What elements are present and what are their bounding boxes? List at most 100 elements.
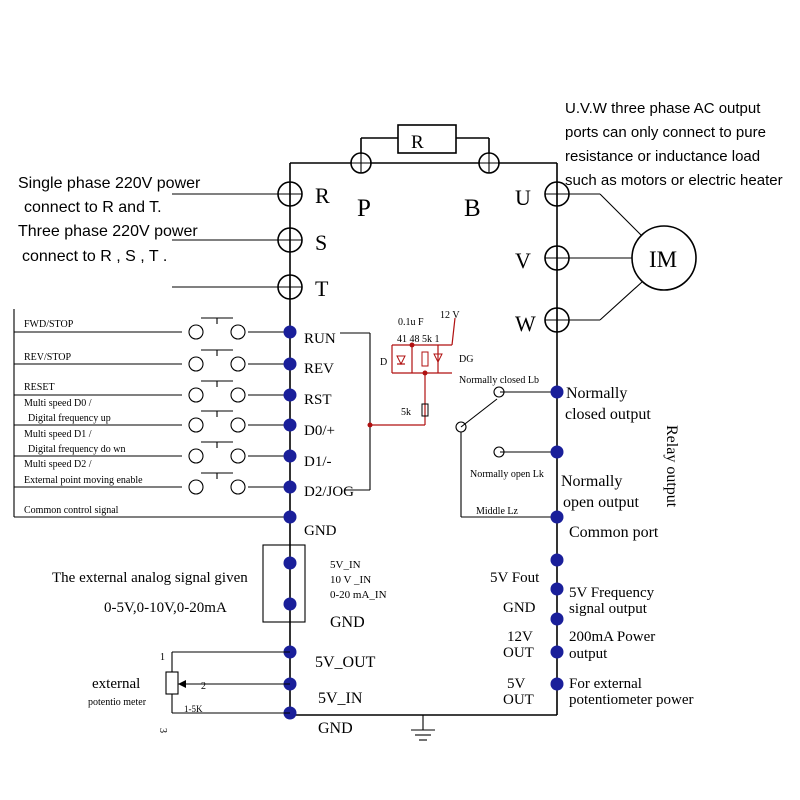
uvw-note-line-2: ports can only connect to pure <box>565 124 766 141</box>
brake-resistor-label: R <box>411 132 424 153</box>
relay-no-line-2: open output <box>563 494 640 511</box>
terminal-5v-out-label: 5V_OUT <box>315 654 376 671</box>
led-label: DG <box>459 354 473 365</box>
diode-label: D <box>380 357 387 368</box>
pot-value: 1-5K <box>184 704 203 714</box>
motor-label: IM <box>649 247 677 272</box>
single-phase-note: Single phase 220V power connect to R and… <box>18 175 205 216</box>
right-output-dots <box>550 553 564 691</box>
potentiometer-label: external <box>92 676 140 692</box>
relay-no-line-1: Normally <box>561 473 622 490</box>
terminal-d0-label: D0/+ <box>304 423 335 439</box>
terminal-rev-label: REV <box>304 361 334 377</box>
uvw-note-line-1: U.V.W three phase AC output <box>565 100 761 117</box>
v5-desc-line-2: potentiometer power <box>569 692 694 708</box>
fwd-stop-label: FWD/STOP <box>24 319 74 330</box>
terminal-t-label: T <box>315 276 329 301</box>
right-gnd-label: GND <box>503 600 536 616</box>
uvw-note-line-3: resistance or inductance load <box>565 148 760 165</box>
relay-lz-label: Middle Lz <box>476 506 518 517</box>
cap-label: 0.1u F <box>398 317 424 328</box>
terminal-s-screw <box>172 227 303 253</box>
terminal-b-label: B <box>464 195 481 222</box>
uvw-note-line-4: such as motors or electric heater <box>565 172 783 189</box>
v5-label: 5V OUT <box>503 676 534 708</box>
v12-desc-line-1: 200mA Power <box>569 629 655 645</box>
analog-input-box <box>262 544 306 623</box>
relay-lk-label: Normally open Lk <box>470 469 544 480</box>
v12-desc: 200mA Power output <box>569 629 659 662</box>
pot-pin-3: 3 <box>157 728 168 733</box>
fout-label: 5V Fout <box>490 570 540 586</box>
potentiometer-sublabel: potentio meter <box>88 697 147 708</box>
terminal-d1-label: D1/- <box>304 454 332 470</box>
v5-desc-line-1: For external <box>569 676 642 692</box>
relay-inner-labels: Normally closed Lb Normally open Lk Midd… <box>459 375 544 517</box>
relay-driver-labels: 0.1u F 12 V 41 48 5k 1 D DG 5k <box>380 310 473 418</box>
rev-stop-label: REV/STOP <box>24 352 71 363</box>
terminal-p-label: P <box>357 195 371 222</box>
v12-line-2: OUT <box>503 645 534 661</box>
terminal-rst-label: RST <box>304 392 332 408</box>
relay-output-label: Relay output <box>663 425 680 508</box>
control-terminal-labels: RUN REV RST D0/+ D1/- D2/JOG GND <box>304 331 354 539</box>
potentiometer-wiring <box>165 651 290 714</box>
motor-wiring <box>569 193 643 321</box>
terminal-w-label: W <box>515 311 536 336</box>
v12-line-1: 12V <box>507 629 533 645</box>
relay-common-label: Common port <box>569 524 659 541</box>
multi-speed-d2-label: Multi speed D2 / <box>24 459 92 470</box>
single-phase-line-1: Single phase 220V power <box>18 175 201 192</box>
analog-range: 0-5V,0-10V,0-20mA <box>104 600 227 616</box>
terminal-s-label: S <box>315 230 327 255</box>
pot-pin-1: 1 <box>160 652 165 663</box>
terminal-p-screw <box>350 152 372 174</box>
relay-nc-label: Normally closed output <box>565 385 651 423</box>
relay-nc-line-1: Normally <box>566 385 627 402</box>
terminal-r-label: R <box>315 183 330 208</box>
parts-label: 41 48 5k 1 <box>397 334 440 345</box>
terminal-v-screw <box>544 245 570 271</box>
terminal-run-label: RUN <box>304 331 336 347</box>
three-phase-note: Three phase 220V power connect to R , S … <box>18 223 202 265</box>
v5-line-2: OUT <box>503 692 534 708</box>
bottom-terminal-labels: 5V_OUT 5V_IN GND <box>315 654 376 737</box>
control-terminal-dots <box>283 325 297 524</box>
terminal-t-screw <box>172 274 303 300</box>
v12-desc-line-2: output <box>569 646 608 662</box>
single-phase-line-2: connect to R and T. <box>24 199 162 216</box>
motor-icon <box>631 225 697 291</box>
analog-pin-labels: 5V_IN 10 V _IN 0-20 mA_IN <box>330 559 387 601</box>
digital-freq-down-label: Digital frequency do wn <box>28 444 125 455</box>
v5-desc: For external potentiometer power <box>569 676 694 708</box>
terminal-r-screw <box>172 181 303 207</box>
terminal-5v-in-label: 5V_IN <box>318 690 363 707</box>
brake-resistor: R <box>360 124 490 154</box>
control-input-wiring <box>13 309 290 518</box>
relay-no-label: Normally open output <box>561 473 640 511</box>
fout-desc-line-1: 5V Frequency <box>569 585 655 601</box>
v12-label: 12V OUT <box>503 629 536 661</box>
multi-speed-d1-label: Multi speed D1 / <box>24 429 92 440</box>
terminal-u-label: U <box>515 185 531 210</box>
external-point-label: External point moving enable <box>24 475 143 486</box>
resistor-label: 5k <box>401 407 411 418</box>
relay-nc-line-2: closed output <box>565 406 651 423</box>
v5-line-1: 5V <box>507 676 526 692</box>
analog-title: The external analog signal given <box>52 570 248 586</box>
terminal-w-screw <box>544 307 570 333</box>
analog-pin-ma: 0-20 mA_IN <box>330 589 387 601</box>
fout-desc-line-2: signal output <box>569 601 648 617</box>
relay-contacts <box>455 386 557 518</box>
fout-desc: 5V Frequency signal output <box>569 585 658 617</box>
multi-speed-d0-label: Multi speed D0 / <box>24 398 92 409</box>
terminal-gnd-label: GND <box>304 523 337 539</box>
input-switches <box>188 317 246 495</box>
analog-dots <box>283 556 297 611</box>
common-control-label: Common control signal <box>24 505 119 516</box>
analog-pin-5v: 5V_IN <box>330 559 361 571</box>
ground-icon <box>411 715 435 741</box>
analog-gnd-label: GND <box>330 614 365 631</box>
pot-pin-2: 2 <box>201 681 206 692</box>
